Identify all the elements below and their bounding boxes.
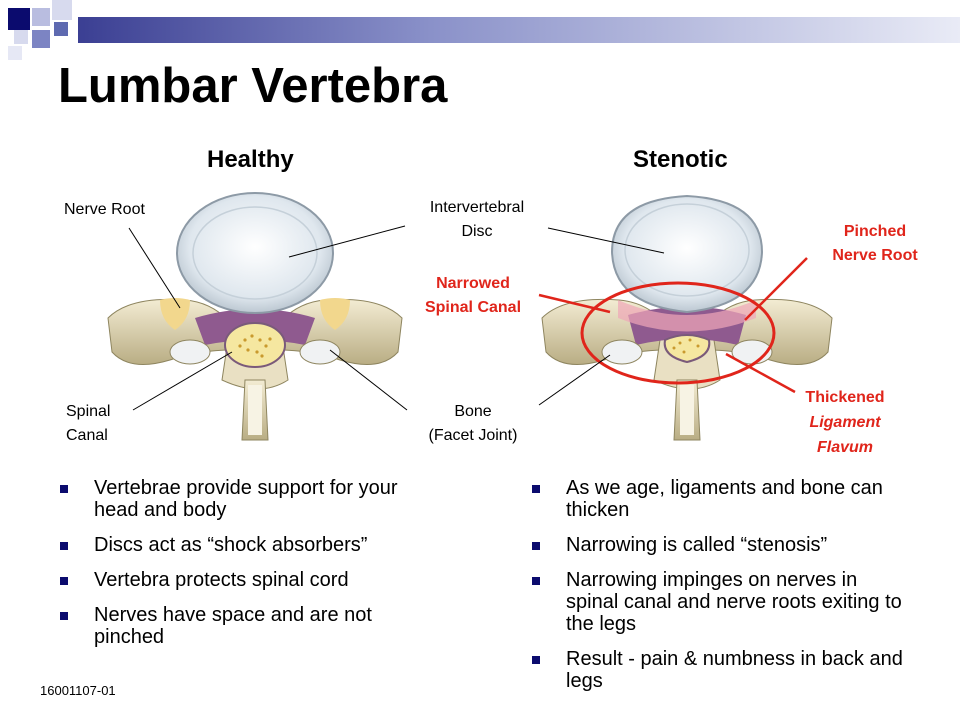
label-intervertebral-disc: Intervertebral Disc (429, 199, 525, 240)
label-spinal-canal: Spinal Canal (66, 403, 111, 444)
list-item: Vertebra protects spinal cord (60, 569, 440, 591)
bullet-square-icon (60, 577, 68, 585)
list-item: Discs act as “shock absorbers” (60, 534, 440, 556)
bullet-square-icon (532, 542, 540, 550)
header-square-7 (8, 46, 22, 60)
header-square-4 (32, 30, 50, 48)
header-gradient-bar (78, 17, 960, 43)
bullet-square-icon (532, 485, 540, 493)
list-item: Vertebrae provide support for your head … (60, 477, 440, 521)
header-square-6 (54, 22, 68, 36)
label-nerve-root: Nerve Root (64, 201, 145, 218)
list-item: Result - pain & numbness in back and leg… (532, 648, 912, 692)
label-narrowed-spinal-canal: Narrowed Spinal Canal (424, 275, 522, 316)
healthy-vertebra (103, 180, 405, 445)
header-square-5 (14, 30, 28, 44)
left-bullet-list: Vertebrae provide support for your head … (60, 477, 440, 661)
bullet-square-icon (532, 656, 540, 664)
list-item: Narrowing is called “stenosis” (532, 534, 912, 556)
label-bone-facet-joint: Bone (Facet Joint) (428, 403, 518, 444)
list-item: As we age, ligaments and bone can thicke… (532, 477, 912, 521)
heading-stenotic: Stenotic (633, 146, 728, 173)
red-leader-lines (538, 257, 808, 394)
bullet-square-icon (532, 577, 540, 585)
label-thickened-ligament-flavum: Thickened Ligament Flavum (805, 389, 885, 456)
bullet-square-icon (60, 485, 68, 493)
list-item: Narrowing impinges on nerves in spinal c… (532, 569, 912, 635)
label-pinched-nerve-root: Pinched Nerve Root (832, 223, 918, 264)
stenotic-vertebra (537, 180, 835, 445)
slide-title: Lumbar Vertebra (58, 59, 448, 113)
right-bullet-list: As we age, ligaments and bone can thicke… (532, 477, 912, 705)
footer-document-code: 16001107-01 (40, 683, 116, 698)
bullet-square-icon (60, 612, 68, 620)
stenosis-highlight-circle (580, 281, 776, 385)
leader-lines (128, 225, 665, 411)
header-square-2 (32, 8, 50, 26)
heading-healthy: Healthy (207, 146, 294, 173)
bullet-square-icon (60, 542, 68, 550)
list-item: Nerves have space and are not pinched (60, 604, 440, 648)
header-square-3 (52, 0, 72, 20)
header-square-1 (8, 8, 30, 30)
